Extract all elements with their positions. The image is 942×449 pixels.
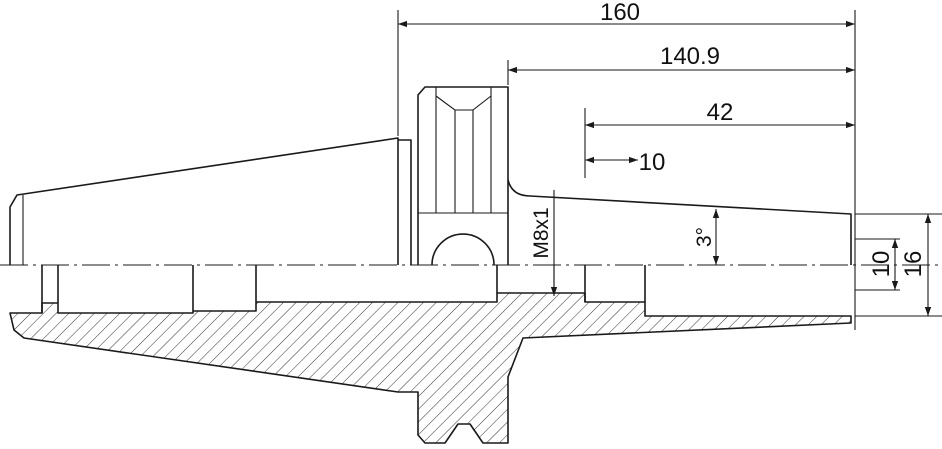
dim-gauge-length: 140.9: [660, 43, 720, 70]
dim-taper-angle: 3°: [693, 227, 716, 247]
lower-section: [9, 292, 852, 444]
dim-thread: M8x1: [530, 207, 553, 258]
dim-step-depth: 10: [639, 149, 666, 176]
upper-half-outline: [9, 86, 852, 266]
dimension-lines: [397, 10, 942, 330]
bore-lines: [41, 265, 646, 313]
dim-large-diameter: 16: [900, 251, 927, 278]
dim-small-diameter: 10: [868, 251, 895, 278]
dim-overall-length: 160: [600, 0, 640, 26]
dim-bore-depth: 42: [707, 99, 734, 126]
